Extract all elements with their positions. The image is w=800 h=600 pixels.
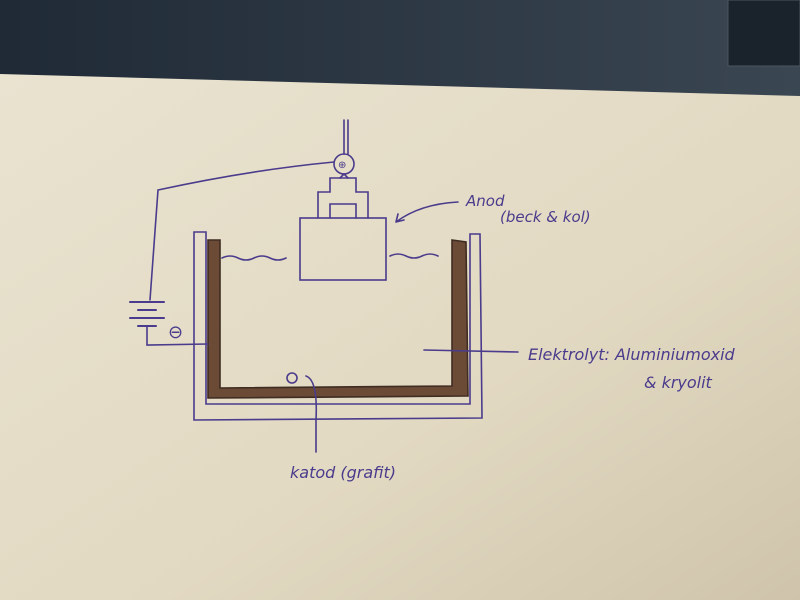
cathode-pointer xyxy=(305,375,318,453)
minus-sign: ⊖ xyxy=(168,322,183,343)
battery-icon xyxy=(129,301,165,327)
wire-negative xyxy=(146,325,209,346)
plus-sign: ⊕ xyxy=(338,160,346,171)
anode-arrow xyxy=(395,201,459,223)
electrolyte-sublabel: & kryolit xyxy=(644,373,713,392)
electrolyte-pointer xyxy=(423,349,519,353)
cathode-marker xyxy=(286,372,298,384)
wire-positive xyxy=(149,161,335,301)
anode-holder xyxy=(317,177,369,219)
carbon-lining xyxy=(207,239,469,399)
anode-block xyxy=(299,217,387,281)
cathode-label: katod (grafit) xyxy=(290,463,396,482)
anode-label: Anod xyxy=(465,192,505,210)
paper-sheet xyxy=(0,74,800,600)
anode-sublabel: (beck & kol) xyxy=(500,208,591,226)
electrolyte-surface xyxy=(221,253,439,261)
desk-object xyxy=(727,0,800,67)
electrolyte-label: Elektrolyt: Aluminiumoxid xyxy=(528,345,736,364)
anode-rod xyxy=(343,119,349,155)
tank-outer-wall xyxy=(193,231,483,421)
